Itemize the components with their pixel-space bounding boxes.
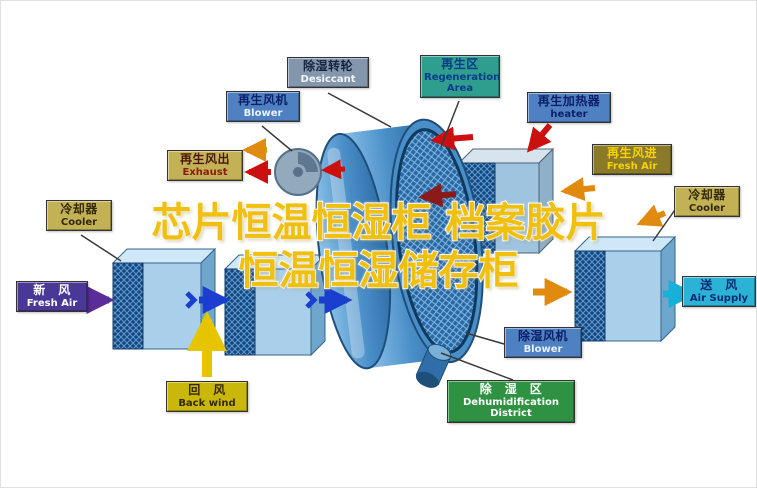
- label-regeneration-exhaust-en: Exhaust: [182, 166, 228, 178]
- label-dehumidification-district-en2: District: [490, 408, 532, 420]
- label-cooler-right-en: Cooler: [688, 202, 726, 214]
- label-fresh-air-inlet-en: Fresh Air: [26, 297, 78, 309]
- label-regeneration-fresh-air-en: Fresh Air: [606, 160, 658, 172]
- label-cooler-right: 冷却器 Cooler: [674, 186, 740, 218]
- label-regeneration-blower-en: Blower: [243, 107, 283, 119]
- label-return-air-zh: 回 风: [188, 383, 226, 397]
- label-regeneration-area-zh: 再生区: [441, 57, 479, 71]
- wheel-duct-elbow: [415, 343, 452, 388]
- cabinet-mid: [223, 253, 327, 357]
- label-regeneration-exhaust: 再生风出 Exhaust: [167, 150, 243, 182]
- label-regeneration-heater-en: heater: [550, 108, 588, 120]
- label-desiccant-wheel: 除湿转轮 Desiccant: [287, 57, 369, 89]
- label-regeneration-fresh-air: 再生风进 Fresh Air: [592, 144, 672, 176]
- headline-line1: 芯片恒温恒湿柜 档案胶片: [151, 199, 607, 247]
- cabinet-right: [573, 235, 677, 343]
- label-air-supply-zh: 送 风: [700, 278, 738, 292]
- headline-overlay: 芯片恒温恒湿柜 档案胶片 恒温恒湿储存柜: [1, 199, 756, 295]
- label-return-air-en: Back wind: [178, 397, 236, 409]
- label-regeneration-heater-zh: 再生加热器: [537, 94, 601, 108]
- label-fresh-air-inlet-zh: 新 风: [33, 283, 71, 297]
- label-dehumidification-blower-zh: 除湿风机: [517, 329, 568, 343]
- label-dehumidification-district-zh: 除 湿 区: [479, 382, 543, 396]
- label-cooler-left: 冷却器 Cooler: [46, 200, 112, 232]
- headline-line2: 恒温恒湿储存柜: [238, 247, 520, 295]
- label-air-supply-en: Air Supply: [689, 292, 749, 304]
- label-cooler-left-zh: 冷却器: [60, 202, 98, 216]
- airflow-arrows: [85, 123, 697, 377]
- label-regeneration-blower-zh: 再生风机: [237, 93, 288, 107]
- label-desiccant-wheel-en: Desiccant: [300, 73, 356, 85]
- label-dehumidification-blower-en: Blower: [523, 343, 563, 355]
- regen-fan: [274, 148, 322, 196]
- label-regeneration-area-en: Regeneration Area: [424, 71, 501, 95]
- label-regeneration-exhaust-zh: 再生风出: [179, 152, 230, 166]
- label-regeneration-area: 再生区 Regeneration Area: [420, 55, 500, 98]
- label-dehumidification-blower: 除湿风机 Blower: [504, 327, 582, 359]
- label-regeneration-heater: 再生加热器 heater: [527, 92, 611, 124]
- label-desiccant-wheel-zh: 除湿转轮: [302, 59, 353, 73]
- label-pointer-lines: [80, 92, 678, 381]
- label-cooler-left-en: Cooler: [60, 216, 98, 228]
- label-cooler-right-zh: 冷却器: [688, 188, 726, 202]
- label-return-air: 回 风 Back wind: [166, 381, 248, 413]
- label-regeneration-fresh-air-zh: 再生风进: [606, 146, 657, 160]
- label-fresh-air-inlet: 新 风 Fresh Air: [16, 281, 88, 313]
- label-regeneration-blower: 再生风机 Blower: [226, 91, 300, 123]
- label-dehumidification-district: 除 湿 区 Dehumidification District: [447, 380, 575, 423]
- label-dehumidification-district-en1: Dehumidification: [462, 396, 560, 408]
